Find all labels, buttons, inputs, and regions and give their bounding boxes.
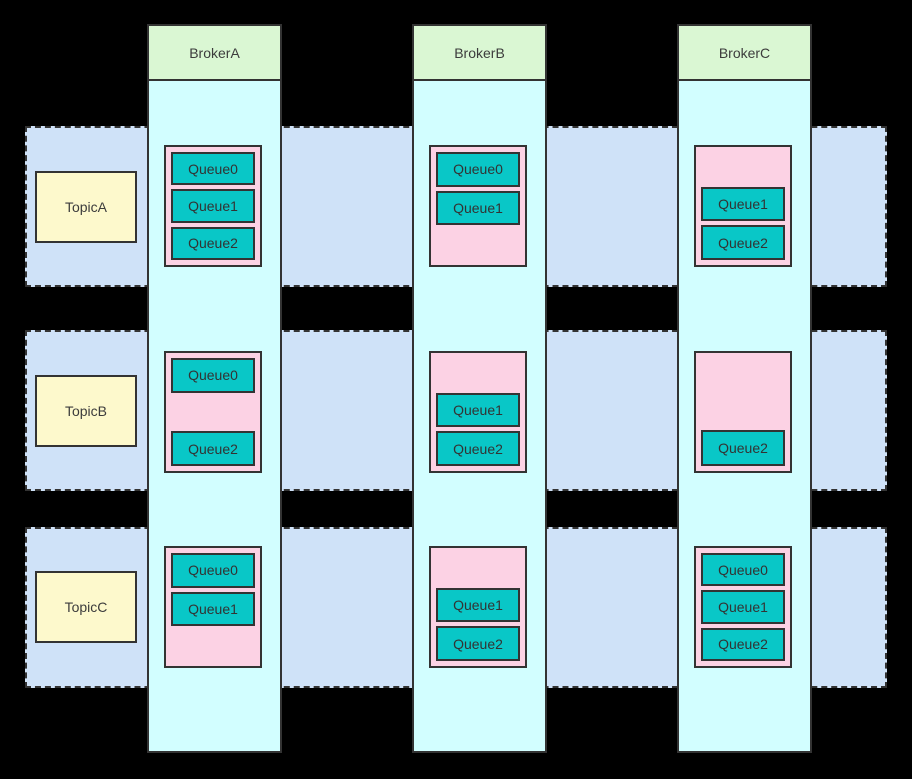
broker-header-brokera: BrokerA bbox=[149, 26, 280, 81]
queue-node-queue1: Queue1 bbox=[171, 189, 255, 223]
topic-node-topicc: TopicC bbox=[35, 571, 137, 643]
topic-label: TopicC bbox=[64, 599, 108, 615]
empty-queue-slot bbox=[171, 397, 255, 428]
queue-node-queue1: Queue1 bbox=[171, 591, 255, 627]
queue-node-queue2: Queue2 bbox=[436, 431, 520, 467]
topic-node-topica: TopicA bbox=[35, 171, 137, 243]
queue-container-topicb-brokerc: Queue2 bbox=[694, 351, 792, 473]
empty-queue-slot bbox=[701, 358, 785, 390]
empty-queue-slot bbox=[436, 229, 520, 260]
queue-node-queue1: Queue1 bbox=[701, 590, 785, 624]
queue-node-queue0: Queue0 bbox=[701, 553, 785, 587]
empty-queue-slot bbox=[701, 394, 785, 426]
topic-label: TopicB bbox=[64, 403, 108, 419]
topic-node-topicb: TopicB bbox=[35, 375, 137, 447]
broker-label: BrokerA bbox=[189, 44, 240, 61]
queue-node-queue0: Queue0 bbox=[171, 358, 255, 393]
queue-node-queue0: Queue0 bbox=[171, 553, 255, 588]
topic-label: TopicA bbox=[64, 199, 108, 215]
queue-node-queue2: Queue2 bbox=[171, 431, 255, 467]
queue-node-queue1: Queue1 bbox=[701, 186, 785, 222]
queue-node-queue0: Queue0 bbox=[436, 152, 520, 187]
empty-queue-slot bbox=[436, 553, 520, 584]
broker-label: BrokerB bbox=[454, 44, 505, 61]
empty-queue-slot bbox=[701, 152, 785, 183]
broker-label: BrokerC bbox=[718, 44, 771, 61]
broker-header-brokerc: BrokerC bbox=[679, 26, 810, 81]
broker-header-brokerb: BrokerB bbox=[414, 26, 545, 81]
empty-queue-slot bbox=[436, 358, 520, 389]
queue-node-queue1: Queue1 bbox=[436, 392, 520, 428]
queue-node-queue2: Queue2 bbox=[701, 627, 785, 661]
empty-queue-slot bbox=[171, 630, 255, 661]
queue-node-queue0: Queue0 bbox=[171, 152, 255, 186]
queue-node-queue1: Queue1 bbox=[436, 190, 520, 226]
queue-node-queue2: Queue2 bbox=[701, 430, 785, 466]
queue-node-queue2: Queue2 bbox=[701, 225, 785, 261]
queue-node-queue2: Queue2 bbox=[171, 226, 255, 260]
queue-node-queue2: Queue2 bbox=[436, 626, 520, 662]
queue-node-queue1: Queue1 bbox=[436, 587, 520, 623]
